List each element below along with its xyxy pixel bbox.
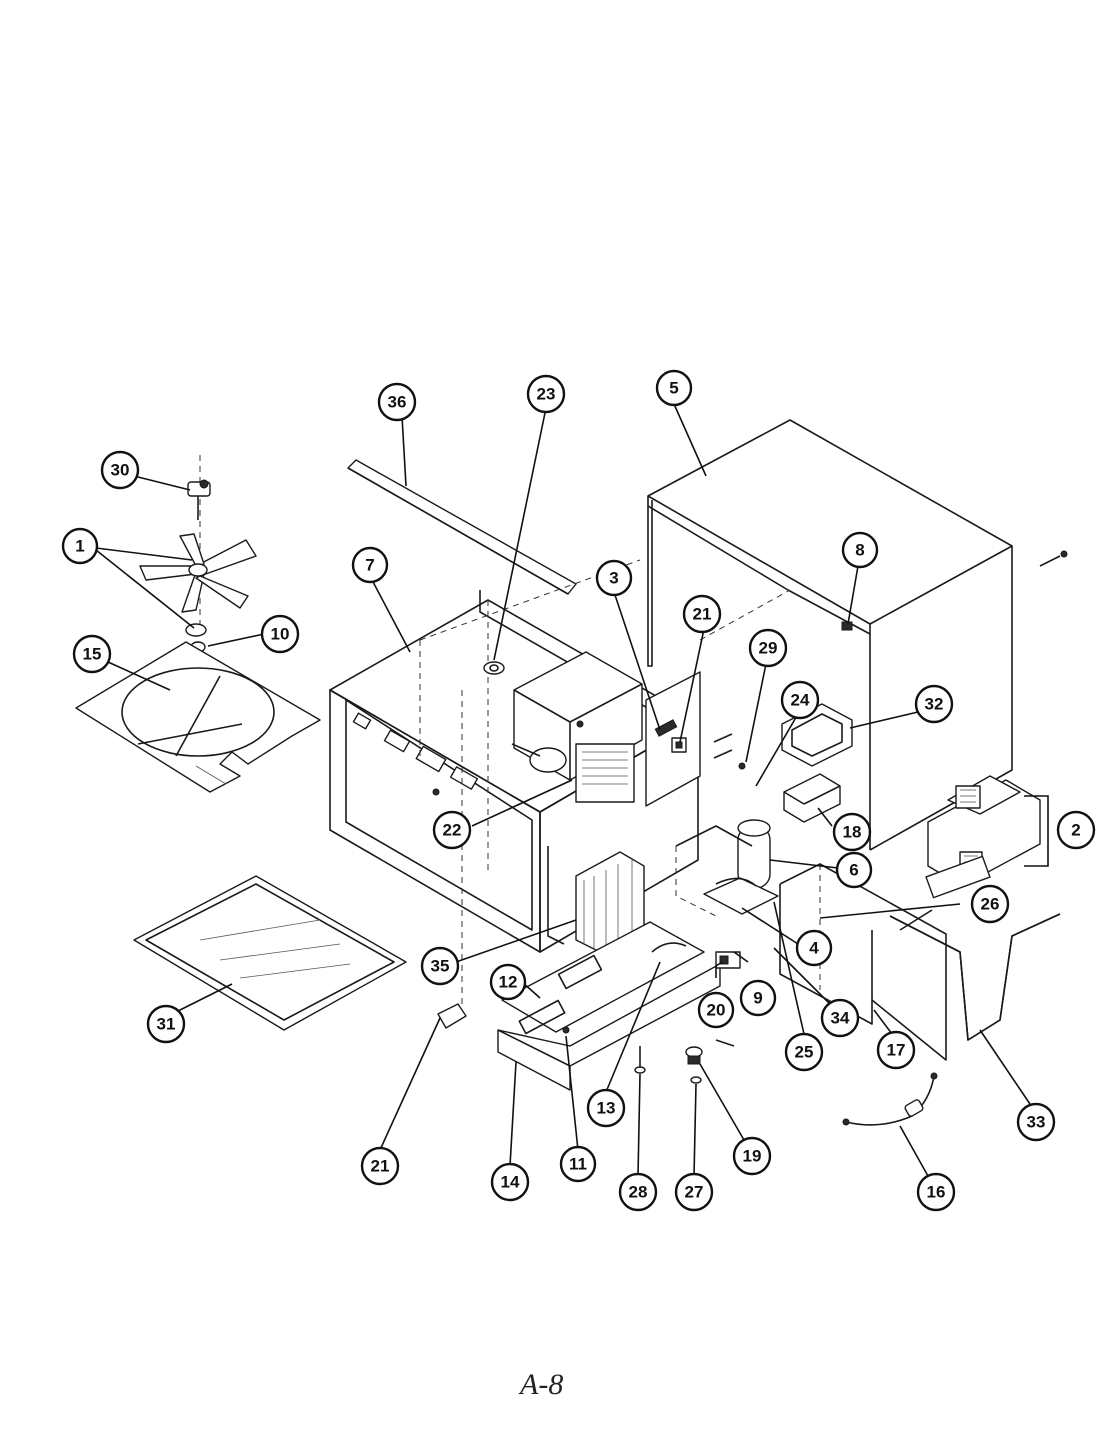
callout-32: 32	[914, 684, 954, 724]
callout-5: 5	[655, 369, 693, 407]
callout-13: 13	[586, 1088, 626, 1128]
part-fan-plate-15	[75, 641, 321, 793]
svg-text:17: 17	[887, 1041, 906, 1060]
callout-21-lower: 21	[360, 1146, 400, 1186]
callout-25: 25	[784, 1032, 824, 1072]
callout-12: 12	[489, 963, 527, 1001]
callout-33: 33	[1016, 1102, 1056, 1142]
part-bottom-panel-31	[133, 875, 407, 1031]
group-bracket-2	[1024, 795, 1049, 867]
callout-29: 29	[748, 628, 788, 668]
part-grommet-23	[483, 661, 505, 675]
callout-16: 16	[916, 1172, 956, 1212]
callout-31: 31	[146, 1004, 186, 1044]
callout-1: 1	[61, 527, 99, 565]
svg-text:6: 6	[849, 861, 858, 880]
part-switch-21-upper	[671, 737, 687, 753]
svg-text:12: 12	[499, 973, 518, 992]
callout-18: 18	[832, 812, 872, 852]
callout-20: 20	[697, 991, 735, 1029]
callout-6: 6	[835, 851, 873, 889]
part-magnetron-22	[511, 651, 643, 803]
svg-text:27: 27	[685, 1183, 704, 1202]
svg-text:14: 14	[501, 1173, 520, 1192]
callout-30: 30	[100, 450, 140, 490]
callout-7: 7	[351, 546, 389, 584]
svg-text:30: 30	[111, 461, 130, 480]
svg-text:33: 33	[1027, 1113, 1046, 1132]
svg-text:21: 21	[371, 1157, 390, 1176]
callout-17: 17	[876, 1030, 916, 1070]
svg-text:25: 25	[795, 1043, 814, 1062]
svg-text:32: 32	[925, 695, 944, 714]
svg-text:8: 8	[855, 541, 864, 560]
callout-28: 28	[618, 1172, 658, 1212]
part-base-plate-12	[497, 921, 721, 1091]
callout-34: 34	[820, 998, 860, 1038]
svg-text:35: 35	[431, 957, 450, 976]
svg-text:16: 16	[927, 1183, 946, 1202]
callout-3: 3	[595, 559, 633, 597]
callout-4: 4	[795, 929, 833, 967]
part-fan-blade-1	[139, 533, 257, 637]
callout-2: 2	[1056, 810, 1096, 850]
svg-text:23: 23	[537, 385, 556, 404]
page-label: A-8	[520, 1368, 564, 1401]
part-bracket-4	[703, 877, 779, 915]
callout-35: 35	[420, 946, 460, 986]
callout-24: 24	[780, 680, 820, 720]
part-cabinet-5	[647, 419, 1013, 851]
leader-lines	[95, 403, 1031, 1177]
callout-8: 8	[841, 531, 879, 569]
svg-text:36: 36	[388, 393, 407, 412]
part-core-35	[547, 846, 645, 953]
callout-15: 15	[72, 634, 112, 674]
callout-36: 36	[377, 382, 417, 422]
svg-text:22: 22	[443, 821, 462, 840]
svg-text:29: 29	[759, 639, 778, 658]
part-cord-16	[842, 1072, 938, 1126]
svg-text:7: 7	[365, 556, 374, 575]
svg-text:28: 28	[629, 1183, 648, 1202]
part-clip-8	[841, 621, 853, 631]
part-transformer-2	[925, 775, 1041, 899]
svg-text:21: 21	[693, 605, 712, 624]
svg-text:31: 31	[157, 1015, 176, 1034]
callout-27: 27	[674, 1172, 714, 1212]
svg-text:24: 24	[791, 691, 810, 710]
svg-text:4: 4	[809, 939, 819, 958]
callout-11: 11	[559, 1145, 597, 1183]
callout-22: 22	[432, 810, 472, 850]
callout-19: 19	[732, 1136, 772, 1176]
part-filter-18	[783, 773, 841, 823]
callout-21-upper: 21	[682, 594, 722, 634]
part-gasket-33	[889, 913, 1061, 1041]
svg-text:15: 15	[83, 645, 102, 664]
svg-text:9: 9	[753, 989, 762, 1008]
svg-text:18: 18	[843, 823, 862, 842]
part-switch-9	[715, 951, 741, 969]
svg-text:19: 19	[743, 1147, 762, 1166]
part-screws-28	[634, 1039, 735, 1084]
svg-text:5: 5	[669, 379, 678, 398]
svg-text:10: 10	[271, 625, 290, 644]
callout-9: 9	[739, 979, 777, 1017]
part-foot-21-lower	[437, 690, 467, 1029]
callout-23: 23	[526, 374, 566, 414]
svg-text:20: 20	[707, 1001, 726, 1020]
svg-text:13: 13	[597, 1099, 616, 1118]
svg-text:2: 2	[1071, 821, 1080, 840]
part-strip-36	[347, 459, 577, 595]
part-screws-29	[432, 550, 1068, 796]
callout-26: 26	[970, 884, 1010, 924]
svg-text:3: 3	[609, 569, 618, 588]
svg-text:1: 1	[75, 537, 84, 556]
part-gasket-32	[781, 703, 853, 767]
svg-text:11: 11	[569, 1155, 587, 1174]
callout-14: 14	[490, 1162, 530, 1202]
svg-text:34: 34	[831, 1009, 850, 1028]
callout-10: 10	[260, 614, 300, 654]
svg-text:26: 26	[981, 895, 1000, 914]
